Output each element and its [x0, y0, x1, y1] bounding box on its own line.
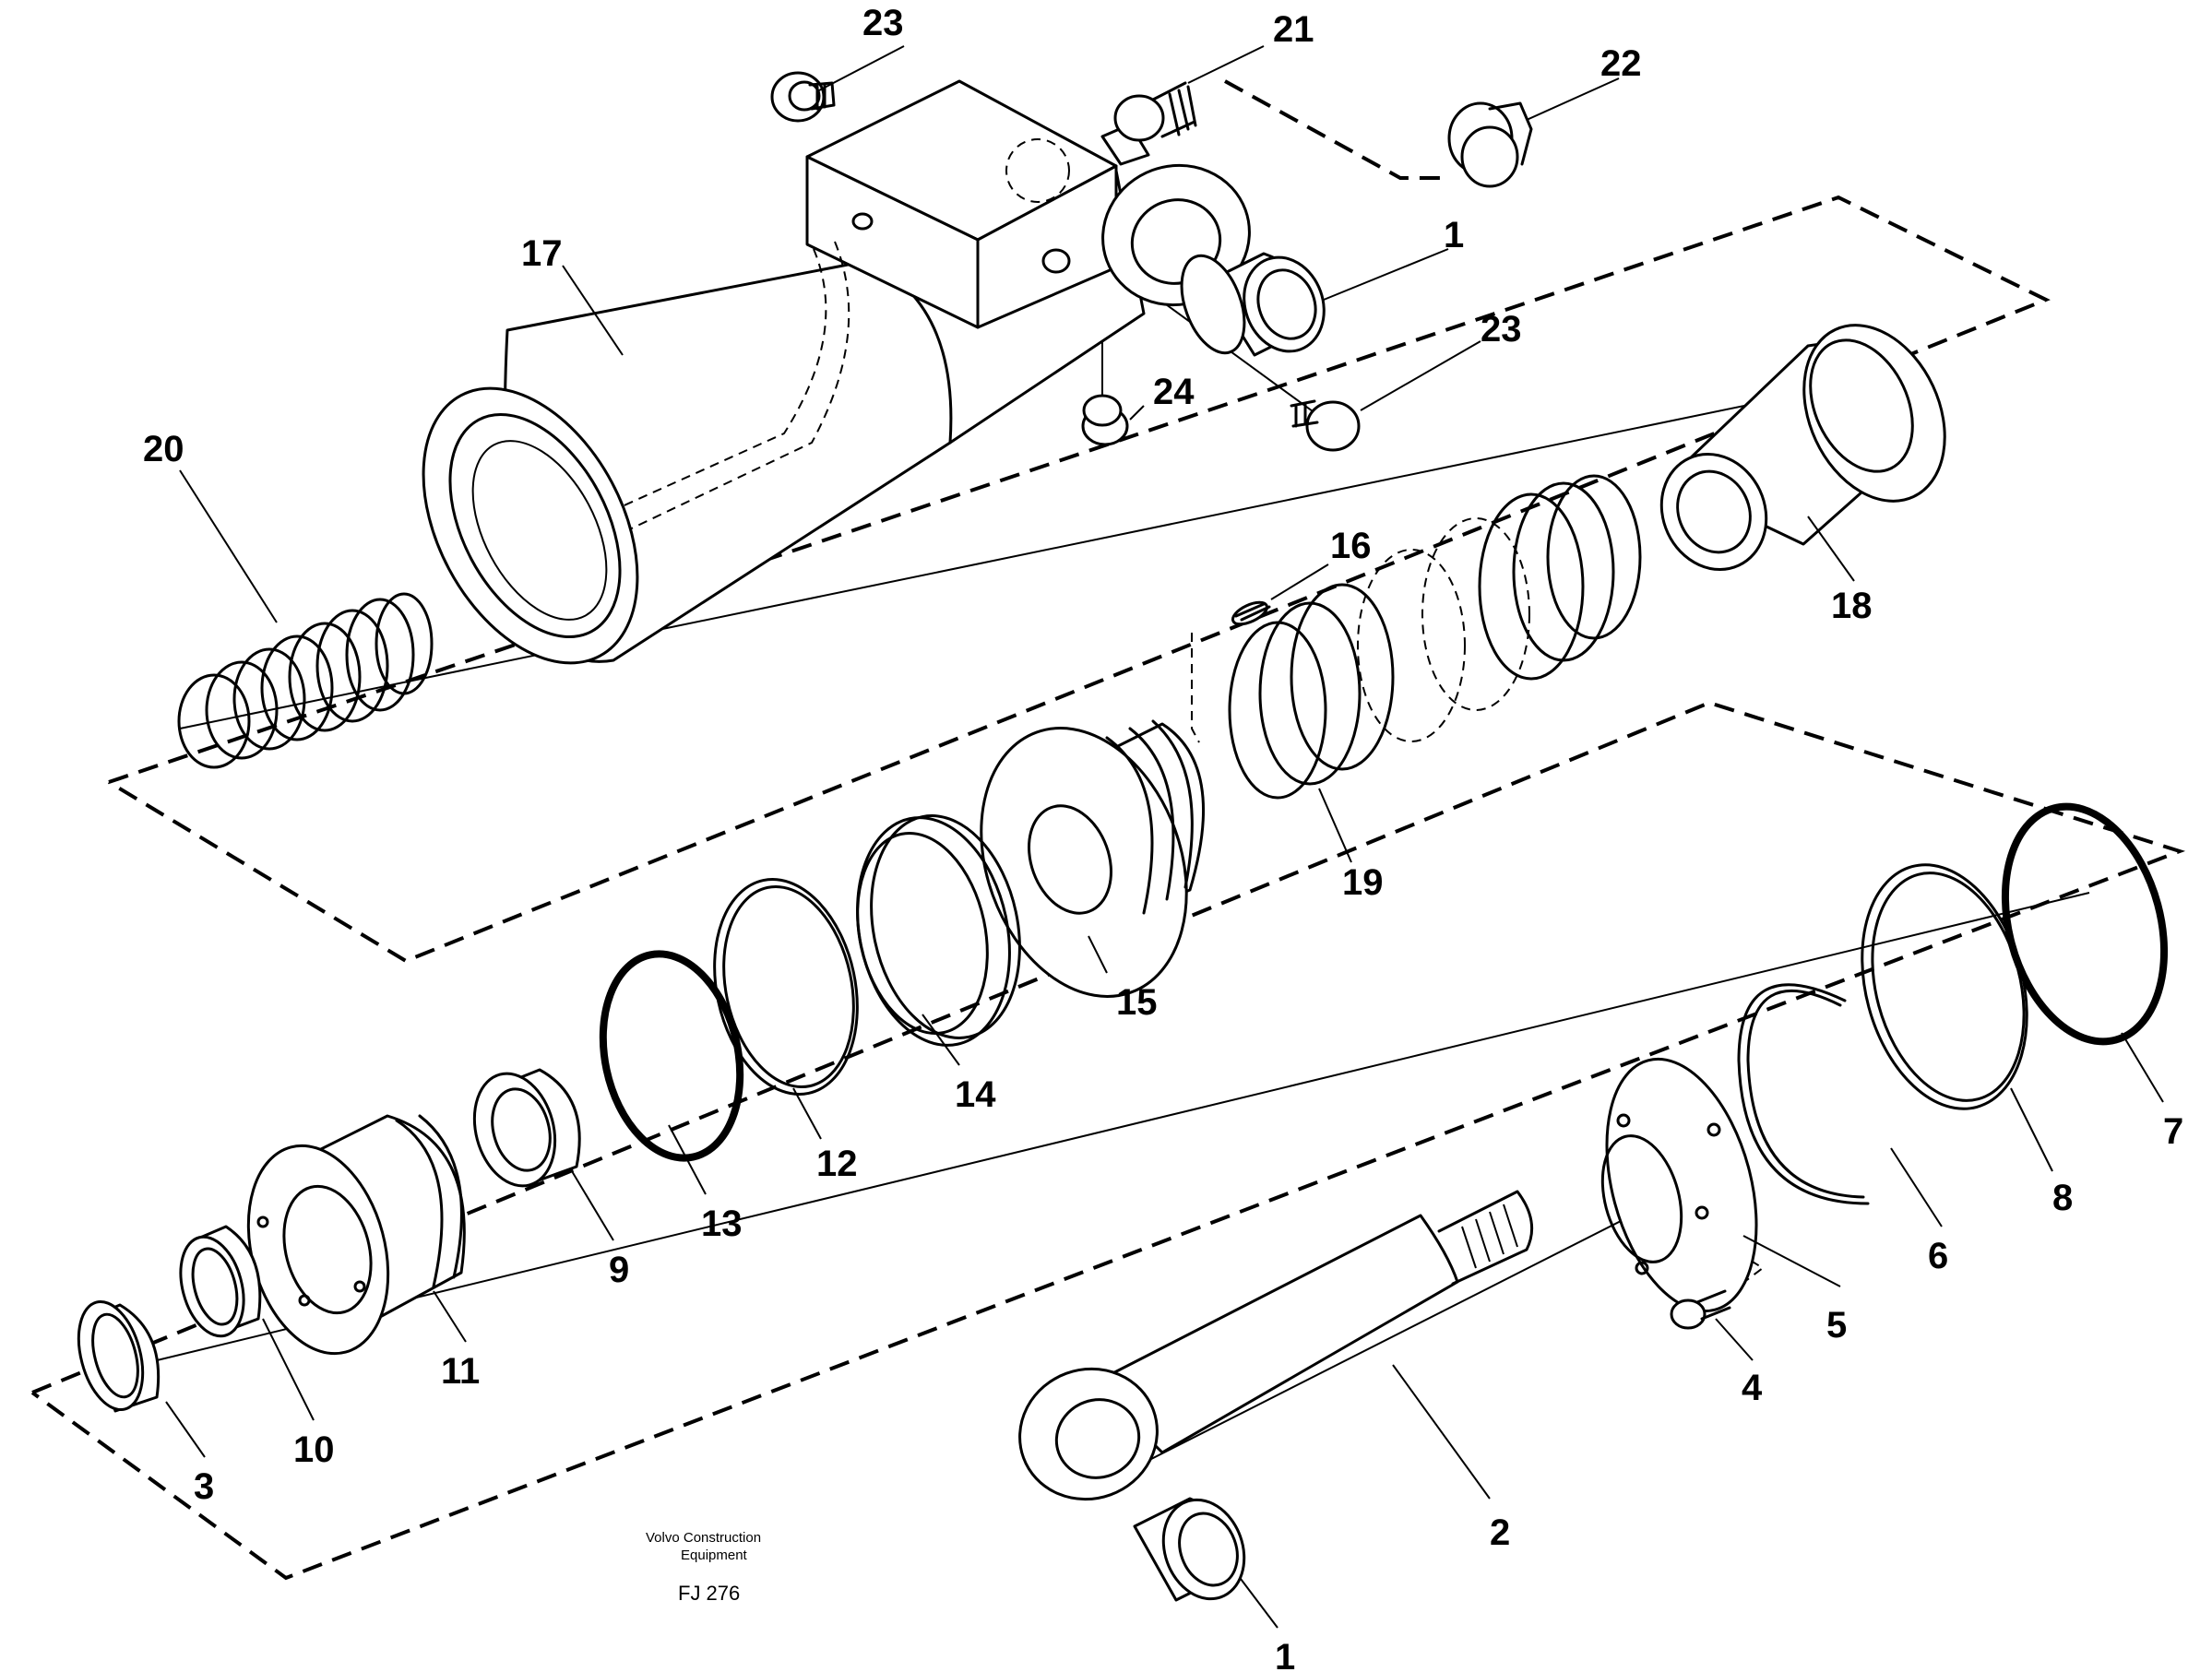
screw-part-16 — [1231, 600, 1271, 626]
callout-10: 10 — [293, 1429, 335, 1470]
spring-part-19 — [1228, 474, 1642, 800]
plate-part-5 — [1600, 1057, 1758, 1313]
callout-2: 2 — [1490, 1512, 1510, 1553]
callout-21: 21 — [1273, 9, 1314, 50]
plug-part-23-mid — [1290, 399, 1361, 452]
dashed-link-4-5 — [1683, 1218, 1765, 1286]
callout-3: 3 — [194, 1466, 214, 1507]
caption-figure-code: FJ 276 — [678, 1582, 740, 1605]
ring-part-13 — [599, 950, 744, 1162]
ring-part-7 — [2001, 802, 2169, 1046]
bushing-part-1-bottom — [1133, 1497, 1246, 1602]
piston-part-15 — [980, 719, 1205, 998]
callout-15: 15 — [1116, 982, 1158, 1023]
dashed-outline-upper — [107, 195, 2051, 964]
leader-lines — [165, 45, 2164, 1629]
bushing-part-10 — [179, 1225, 262, 1338]
callout-4: 4 — [1742, 1368, 1763, 1408]
dashed-link-16-piston — [1191, 633, 1200, 743]
callout-20: 20 — [143, 429, 184, 469]
valve-part-21 — [1100, 81, 1197, 166]
plug-part-23-top — [770, 71, 836, 123]
snap-ring-part-6 — [1737, 983, 1870, 1205]
screw-part-4 — [1670, 1289, 1731, 1330]
plug-part-24 — [1081, 341, 1129, 446]
axis-upper — [179, 370, 1915, 729]
callout-23-mid: 23 — [1481, 309, 1522, 350]
gland-part-11 — [246, 1114, 466, 1356]
callout-16: 16 — [1330, 526, 1372, 566]
ring-part-8 — [1861, 863, 2028, 1110]
axis-rod — [1092, 1181, 1698, 1489]
ring-part-14 — [856, 814, 1021, 1047]
dashed-link-21-22 — [1224, 79, 1450, 180]
callout-8: 8 — [2052, 1178, 2073, 1218]
callout-22: 22 — [1600, 43, 1642, 84]
caption-brand-line2: Equipment — [681, 1547, 748, 1563]
spring-part-20 — [177, 592, 434, 769]
callout-18: 18 — [1831, 586, 1873, 626]
guide-tube-part-18 — [1659, 324, 1946, 571]
callout-9: 9 — [609, 1250, 629, 1290]
wiper-part-3 — [77, 1299, 161, 1413]
callout-19: 19 — [1342, 862, 1384, 903]
bushing-part-1-top — [1180, 252, 1326, 357]
callout-12: 12 — [816, 1144, 858, 1184]
cylinder-tube-part-17 — [422, 79, 1251, 665]
piston-rod-part-2 — [1018, 1190, 1534, 1501]
callout-13: 13 — [701, 1204, 743, 1244]
bushing-part-9 — [472, 1068, 581, 1188]
caption-brand-line1: Volvo Construction — [646, 1530, 761, 1546]
callout-1-bottom: 1 — [1275, 1637, 1295, 1672]
callout-17: 17 — [521, 233, 563, 274]
axis-lower — [91, 892, 2090, 1377]
callout-11: 11 — [441, 1351, 480, 1392]
callout-24: 24 — [1153, 372, 1195, 412]
ring-part-12 — [713, 878, 859, 1096]
callout-14: 14 — [955, 1074, 996, 1115]
callout-1-top: 1 — [1444, 215, 1464, 255]
callout-5: 5 — [1826, 1305, 1847, 1346]
callout-6: 6 — [1928, 1236, 1948, 1276]
callout-7: 7 — [2163, 1111, 2183, 1152]
plug-part-22 — [1447, 101, 1533, 188]
callout-23-top: 23 — [862, 3, 904, 43]
